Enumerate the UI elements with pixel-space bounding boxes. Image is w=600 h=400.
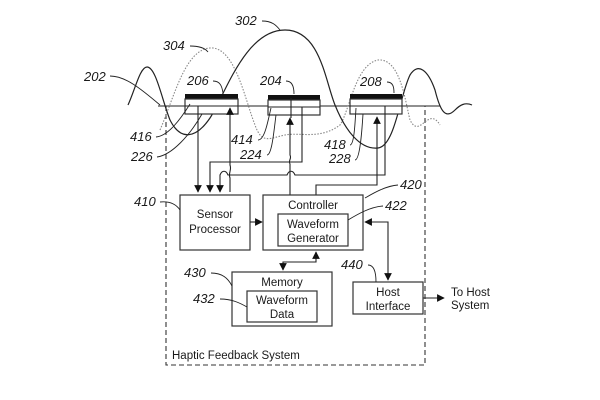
leader-206 <box>212 80 224 94</box>
ref-418: 418 <box>324 137 346 152</box>
ref-432: 432 <box>193 291 215 306</box>
leader-420 <box>364 184 399 199</box>
ref-430: 430 <box>184 265 206 280</box>
controller-memory-link <box>279 251 320 271</box>
leader-202 <box>109 75 161 106</box>
leader-414 <box>257 107 272 141</box>
waveform-304 <box>159 47 441 140</box>
sensor-processor-block: Sensor Processor <box>179 194 251 251</box>
leader-304 <box>189 45 209 53</box>
leader-208 <box>386 81 395 94</box>
ref-224: 224 <box>239 147 262 162</box>
leader-432 <box>219 298 248 308</box>
leader-440 <box>367 264 377 283</box>
ref-208: 208 <box>359 74 382 89</box>
ref-204: 204 <box>259 73 282 88</box>
ref-440: 440 <box>341 257 363 272</box>
host-interface-block: Host Interface <box>352 281 424 315</box>
memory-label: Memory <box>261 277 303 289</box>
leader-418 <box>349 107 357 146</box>
actuator-208 <box>349 94 403 115</box>
waveform-generator-label-2: Generator <box>287 233 339 245</box>
ref-206: 206 <box>186 73 209 88</box>
host-interface-label-1: Host <box>376 287 400 299</box>
sensor-processor-label-1: Sensor <box>197 209 234 221</box>
system-boundary <box>165 106 426 366</box>
leader-224 <box>266 114 277 156</box>
leader-410 <box>159 201 181 211</box>
memory-block: Memory Waveform Data <box>231 271 333 327</box>
ref-226: 226 <box>130 149 153 164</box>
waveform-302 <box>127 29 473 149</box>
waveform-data-label-2: Data <box>270 309 295 321</box>
leader-302 <box>261 20 281 31</box>
ref-410: 410 <box>134 194 156 209</box>
to-host-label-1: To Host <box>451 287 491 299</box>
signal-line-204-sensor <box>206 107 303 193</box>
sensor-processor-label-2: Processor <box>189 224 241 236</box>
drive-line-204 <box>286 117 294 195</box>
signal-line-208-sensor <box>216 106 386 193</box>
ref-304: 304 <box>163 38 185 53</box>
ref-228: 228 <box>328 151 351 166</box>
ref-422: 422 <box>385 198 407 213</box>
leader-430 <box>210 272 233 287</box>
waveform-data-label-1: Waveform <box>256 295 308 307</box>
waveform-generator-label-1: Waveform <box>287 219 339 231</box>
ref-420: 420 <box>400 177 422 192</box>
actuator-204 <box>267 95 321 116</box>
to-host-label-2: System <box>451 300 489 312</box>
controller-host-link <box>364 218 392 281</box>
controller-block: Controller Waveform Generator <box>262 194 364 251</box>
system-label: Haptic Feedback System <box>172 350 300 362</box>
leader-228 <box>354 113 364 161</box>
host-interface-label-2: Interface <box>366 301 411 313</box>
leader-204 <box>285 80 295 95</box>
leader-226 <box>156 113 203 158</box>
controller-label: Controller <box>288 200 338 212</box>
drive-line-208 <box>315 116 381 195</box>
drive-line-206 <box>226 107 234 192</box>
ref-414: 414 <box>231 132 253 147</box>
ref-416: 416 <box>130 129 152 144</box>
leader-422 <box>347 205 384 221</box>
leader-416 <box>155 103 191 138</box>
ref-202: 202 <box>83 69 106 84</box>
ref-302: 302 <box>235 13 257 28</box>
